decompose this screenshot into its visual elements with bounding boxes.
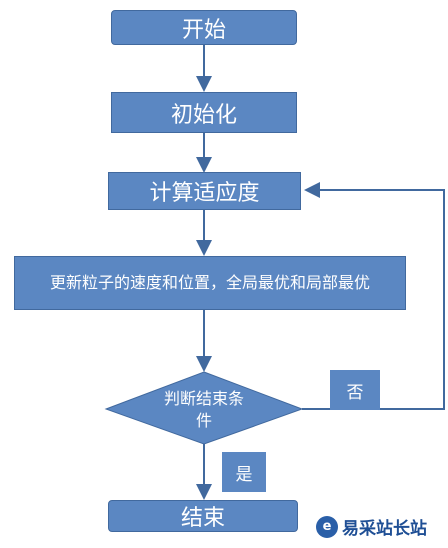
decision-diamond bbox=[104, 371, 304, 445]
fitness-node: 计算适应度 bbox=[108, 172, 301, 210]
watermark-text: 易采站长站 bbox=[342, 519, 427, 539]
yes-label: 是 bbox=[222, 452, 266, 492]
start-node: 开始 bbox=[111, 10, 297, 45]
condition-node-label: 判断结束条件 bbox=[163, 389, 244, 430]
update-node: 更新粒子的速度和位置，全局最优和局部最优 bbox=[14, 256, 406, 310]
watermark-logo-icon: e bbox=[316, 515, 338, 538]
init-node: 初始化 bbox=[111, 92, 297, 133]
end-node: 结束 bbox=[108, 500, 298, 532]
watermark: e 易采站长站 bbox=[316, 514, 427, 539]
no-label: 否 bbox=[330, 370, 380, 410]
